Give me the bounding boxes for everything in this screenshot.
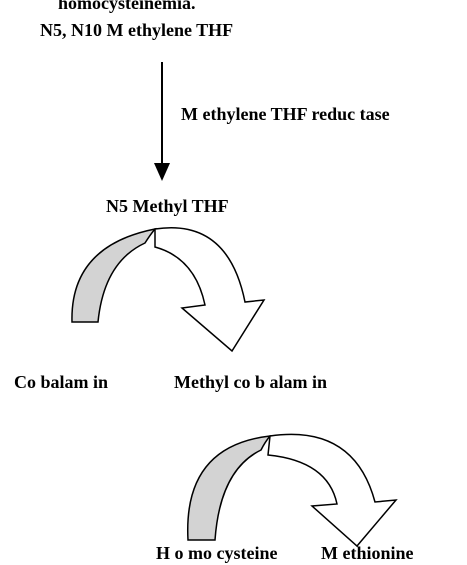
homocysteine-shaded-arc (187, 435, 272, 541)
cobalamin-shaded-arc (71, 227, 157, 323)
compound-methylene-thf: N5, N10 M ethylene THF (40, 20, 233, 40)
cobalamin-white-arc-arrow (154, 227, 266, 353)
compound-homocysteine: H o mo cysteine (156, 543, 277, 563)
methionine-synthase-arrow (187, 433, 398, 548)
enzyme-label: M ethylene THF reduc tase (181, 104, 390, 124)
compound-methylcobalamin: Methyl co b alam in (174, 372, 327, 392)
cobalamin-transfer-arrow (71, 227, 266, 353)
compound-methyl-thf: N5 Methyl THF (106, 196, 229, 216)
header-fragment: homocysteinemia. (58, 0, 195, 13)
compound-cobalamin: Co balam in (14, 372, 108, 392)
homocysteine-white-arc-arrow (267, 433, 398, 548)
reduction-arrow-head (154, 163, 170, 181)
compound-methionine: M ethionine (321, 543, 414, 563)
